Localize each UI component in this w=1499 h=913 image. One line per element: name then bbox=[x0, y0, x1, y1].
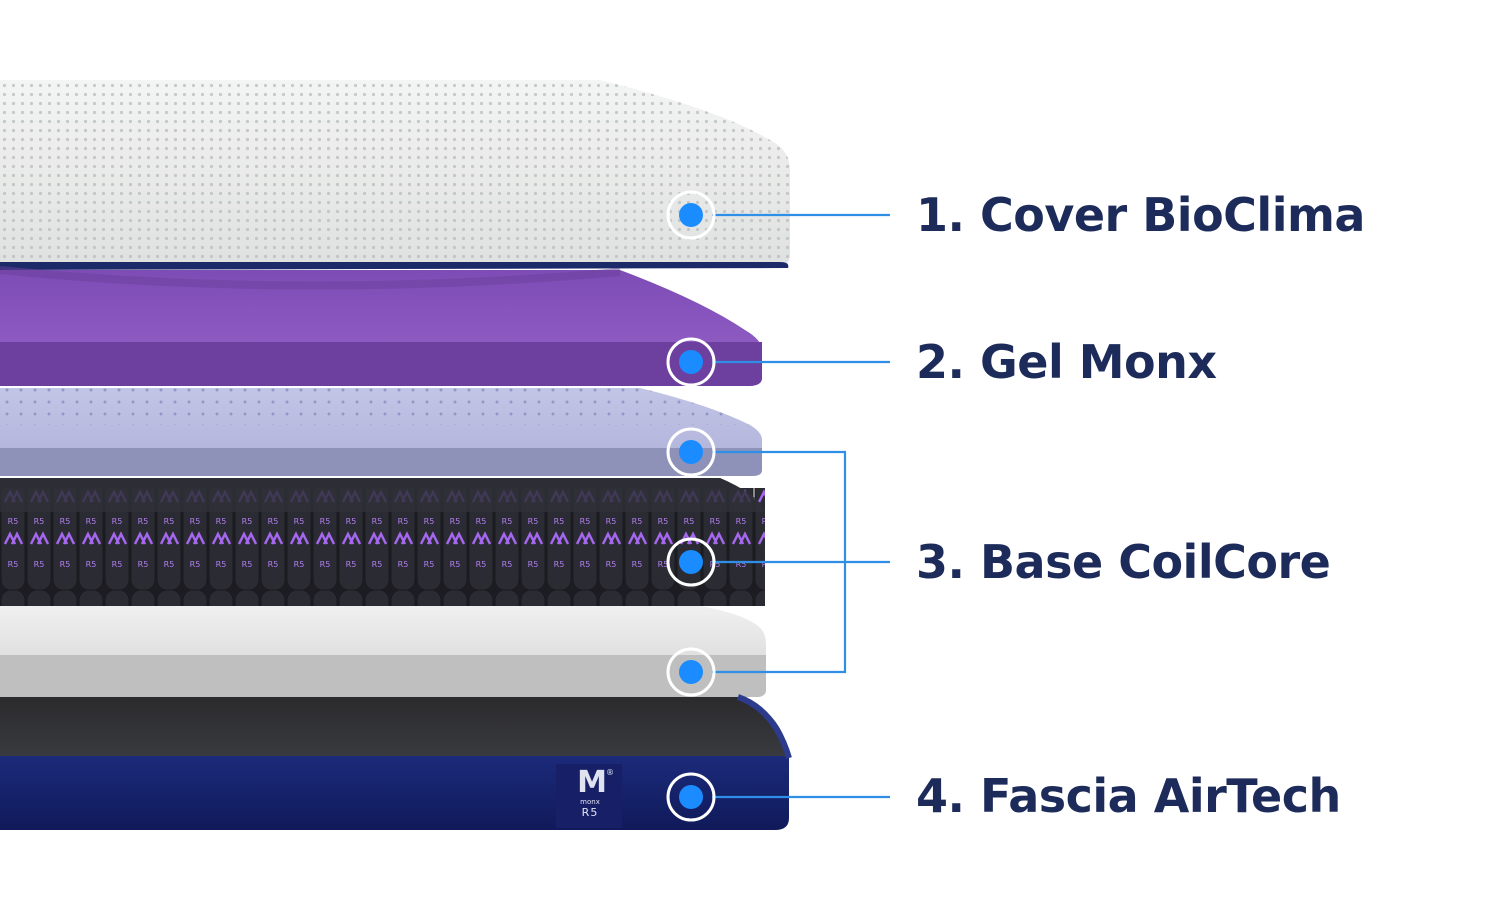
marker-dot-icon bbox=[666, 427, 716, 477]
monx-logo-icon: M ® monx R5 bbox=[560, 768, 620, 826]
label-fascia-airtech: 4. Fascia AirTech bbox=[916, 769, 1341, 823]
logo-registered: ® bbox=[606, 768, 614, 777]
marker-dot-icon bbox=[666, 337, 716, 387]
marker-dot-icon bbox=[666, 537, 716, 587]
label-base-coilcore: 3. Base CoilCore bbox=[916, 535, 1331, 589]
layer-comfort-foam bbox=[0, 388, 762, 476]
layer-base-foam bbox=[0, 606, 766, 697]
label-gel-monx: 2. Gel Monx bbox=[916, 335, 1217, 389]
layer-coils bbox=[0, 478, 765, 606]
marker-dot-icon bbox=[666, 772, 716, 822]
callout-lines bbox=[712, 213, 890, 799]
logo-brand: monx bbox=[580, 798, 600, 806]
marker-dot-icon bbox=[666, 647, 716, 697]
layer-cover bbox=[0, 80, 790, 270]
marker-dot-icon bbox=[666, 190, 716, 240]
markers bbox=[666, 190, 716, 822]
layer-gel bbox=[0, 266, 762, 386]
logo-mark: M bbox=[577, 765, 607, 800]
logo-model: R5 bbox=[581, 806, 599, 819]
layer-fascia bbox=[0, 694, 792, 830]
label-cover-bioclima: 1. Cover BioClima bbox=[916, 188, 1365, 242]
